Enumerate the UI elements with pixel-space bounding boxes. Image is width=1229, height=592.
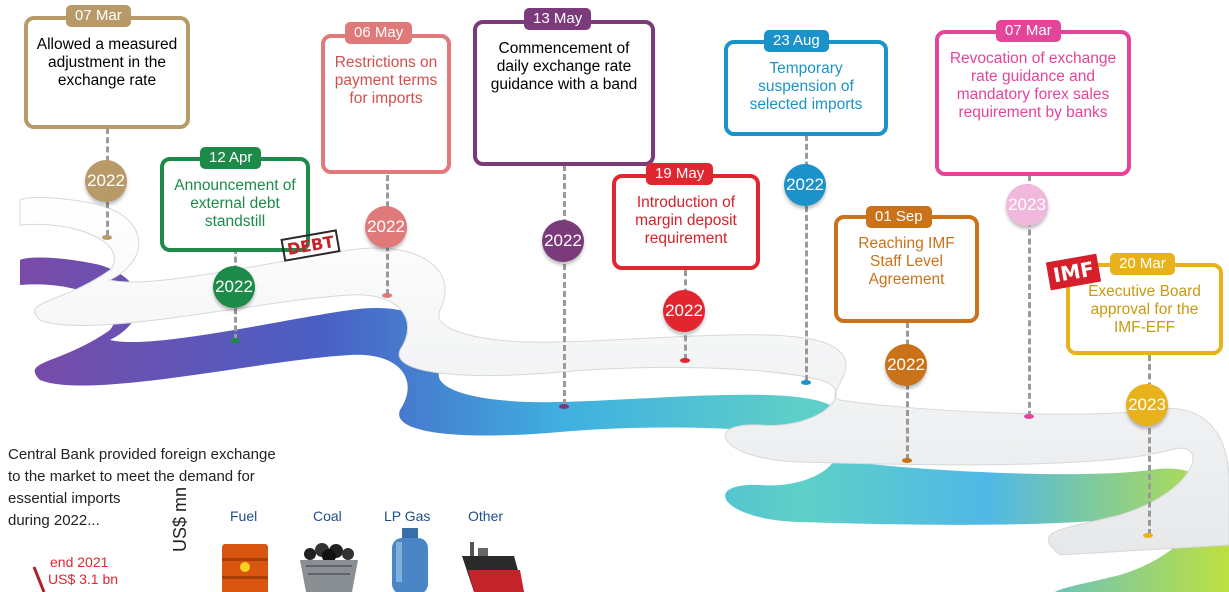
year-badge-e4: 2022 — [542, 220, 584, 262]
marker-e4 — [559, 404, 569, 409]
reserves-value: US$ 3.1 bn — [48, 571, 119, 587]
footnote-line-1: Central Bank provided foreign exchange — [8, 446, 276, 463]
event-text-e1: Allowed a measured adjustment in the exc… — [36, 36, 178, 89]
event-card-e1: Allowed a measured adjustment in the exc… — [24, 16, 190, 129]
category-label-lpgas: LP Gas — [384, 508, 431, 524]
cargo-ship-icon — [462, 542, 524, 592]
marker-e9 — [1143, 533, 1153, 538]
event-text-e2: Announcement of external debt standstill — [174, 177, 296, 230]
event-text-e4: Commencement of daily exchange rate guid… — [490, 40, 638, 93]
date-tag-e3: 06 May — [345, 22, 413, 44]
marker-e1 — [102, 235, 112, 240]
lp-gas-cylinder-icon — [392, 528, 428, 592]
date-tag-e4: 13 May — [524, 8, 592, 30]
yaxis-unit-label: US$ mn — [170, 486, 190, 552]
reserves-trend-line — [32, 566, 46, 592]
category-label-coal: Coal — [313, 508, 342, 524]
date-tag-e5: 19 May — [646, 163, 714, 185]
marker-e2 — [230, 338, 240, 343]
event-text-e6: Temporary suspension of selected imports — [749, 60, 863, 113]
year-badge-e8: 2023 — [1006, 184, 1048, 226]
marker-e3 — [382, 293, 392, 298]
stem-e4 — [563, 165, 566, 405]
stem-e9 — [1148, 355, 1151, 535]
category-label-fuel: Fuel — [230, 508, 258, 524]
stem-e8 — [1028, 175, 1031, 417]
date-tag-e7: 01 Sep — [866, 206, 932, 228]
marker-e5 — [680, 358, 690, 363]
event-card-e6: Temporary suspension of selected imports — [724, 40, 888, 136]
event-text-e8: Revocation of exchange rate guidance and… — [949, 50, 1117, 121]
event-card-e5: Introduction of margin deposit requireme… — [612, 174, 760, 270]
event-text-e5: Introduction of margin deposit requireme… — [635, 194, 737, 247]
stem-e6 — [805, 135, 808, 381]
year-badge-e2: 2022 — [213, 266, 255, 308]
date-tag-e8: 07 Mar — [996, 20, 1061, 42]
footnote-line-3: essential imports — [8, 490, 121, 507]
event-text-e9: Executive Board approval for the IMF-EFF — [1088, 283, 1201, 336]
date-tag-e9: 20 Mar — [1110, 253, 1175, 275]
event-text-e7: Reaching IMF Staff Level Agreement — [858, 235, 955, 288]
year-badge-e1: 2022 — [85, 160, 127, 202]
event-card-e8: Revocation of exchange rate guidance and… — [935, 30, 1131, 176]
footnote-line-4: during 2022... — [8, 512, 100, 529]
date-tag-e6: 23 Aug — [764, 30, 829, 52]
category-label-other: Other — [468, 508, 504, 524]
fuel-barrel-icon — [222, 544, 268, 592]
year-badge-e9: 2023 — [1126, 384, 1168, 426]
year-badge-e7: 2022 — [885, 344, 927, 386]
marker-e6 — [801, 380, 811, 385]
reserves-label: end 2021 — [50, 554, 109, 570]
event-card-e7: Reaching IMF Staff Level Agreement — [834, 215, 979, 323]
event-card-e2: Announcement of external debt standstill — [160, 157, 310, 252]
marker-e8 — [1024, 414, 1034, 419]
marker-e7 — [902, 458, 912, 463]
year-badge-e5: 2022 — [663, 290, 705, 332]
event-text-e3: Restrictions on payment terms for import… — [334, 54, 438, 107]
coal-cart-icon — [300, 543, 358, 592]
stem-e7 — [906, 322, 909, 460]
event-card-e4: Commencement of daily exchange rate guid… — [473, 20, 655, 166]
year-badge-e6: 2022 — [784, 164, 826, 206]
year-badge-e3: 2022 — [365, 206, 407, 248]
date-tag-e2: 12 Apr — [200, 147, 262, 169]
footnote-line-2: to the market to meet the demand for — [8, 468, 255, 485]
date-tag-e1: 07 Mar — [66, 5, 131, 27]
event-card-e3: Restrictions on payment terms for import… — [321, 34, 451, 174]
